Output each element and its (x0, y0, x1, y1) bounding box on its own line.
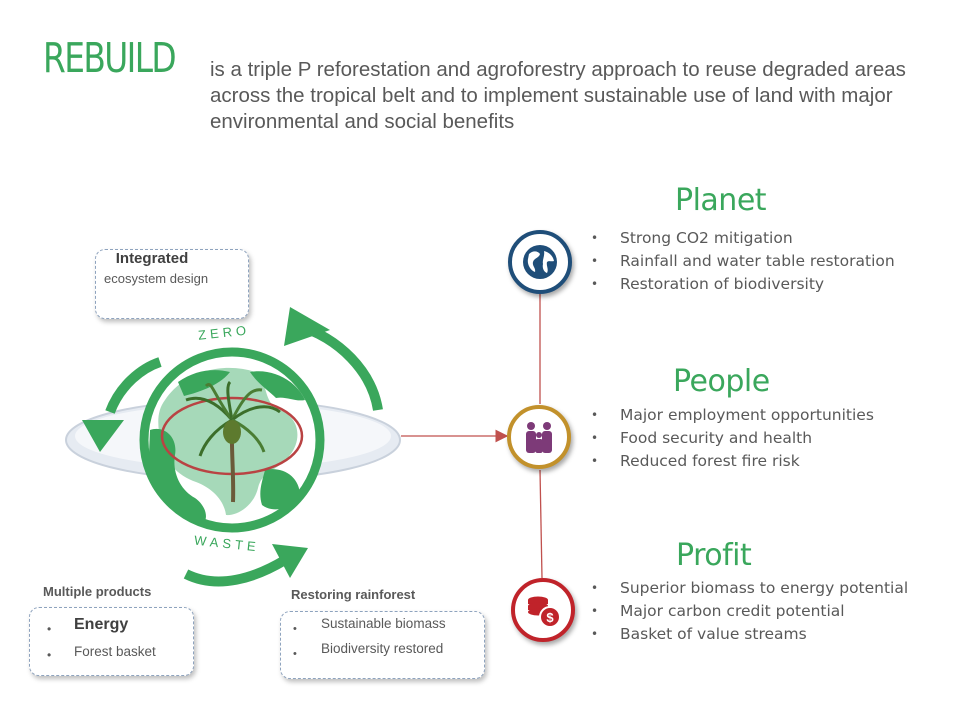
restoring-caption: Restoring rainforest (291, 587, 416, 602)
family-icon (507, 405, 571, 469)
profit-point: Major carbon credit potential (591, 600, 908, 623)
biomass-item: • Sustainable biomass (293, 616, 446, 635)
energy-item: • Energy (47, 616, 129, 636)
people-points: Major employment opportunities Food secu… (591, 404, 874, 473)
planet-point: Restoration of biodiversity (591, 273, 895, 296)
integrated-subtitle: ecosystem design (104, 271, 209, 286)
biomass-label: Sustainable biomass (321, 616, 446, 631)
planet-point: Strong CO2 mitigation (591, 227, 895, 250)
cycle-arrows (82, 307, 383, 587)
integrated-box: Integrated ecosystem design (95, 249, 249, 319)
intro-text: is a triple P reforestation and agrofore… (210, 58, 906, 133)
connector-lines (401, 294, 543, 579)
biodiversity-item: • Biodiversity restored (293, 641, 444, 660)
money-icon: $ (511, 578, 575, 642)
forest-basket-item: • Forest basket (47, 644, 156, 662)
forest-basket-label: Forest basket (74, 644, 156, 659)
profit-point: Superior biomass to energy potential (591, 577, 908, 600)
multiple-products-box: • Energy • Forest basket (29, 607, 194, 676)
people-point: Reduced forest fire risk (591, 450, 874, 473)
palm-tree-image (185, 380, 281, 503)
planet-points: Strong CO2 mitigation Rainfall and water… (591, 227, 895, 296)
integrated-title: Integrated (115, 250, 189, 267)
planet-point: Rainfall and water table restoration (591, 250, 895, 273)
globe-icon (508, 230, 572, 294)
profit-points: Superior biomass to energy potential Maj… (591, 577, 908, 646)
brand-title: REBUILD (43, 34, 177, 82)
restoring-box: • Sustainable biomass • Biodiversity res… (280, 611, 485, 679)
biodiversity-label: Biodiversity restored (321, 641, 444, 656)
multiple-products-caption: Multiple products (43, 584, 152, 599)
people-point: Major employment opportunities (591, 404, 874, 427)
planet-title: Planet (675, 183, 767, 218)
people-point: Food security and health (591, 427, 874, 450)
svg-text:$: $ (546, 610, 554, 625)
profit-point: Basket of value streams (591, 623, 908, 646)
people-title: People (673, 364, 770, 399)
energy-label: Energy (74, 616, 129, 633)
profit-title: Profit (676, 538, 752, 573)
